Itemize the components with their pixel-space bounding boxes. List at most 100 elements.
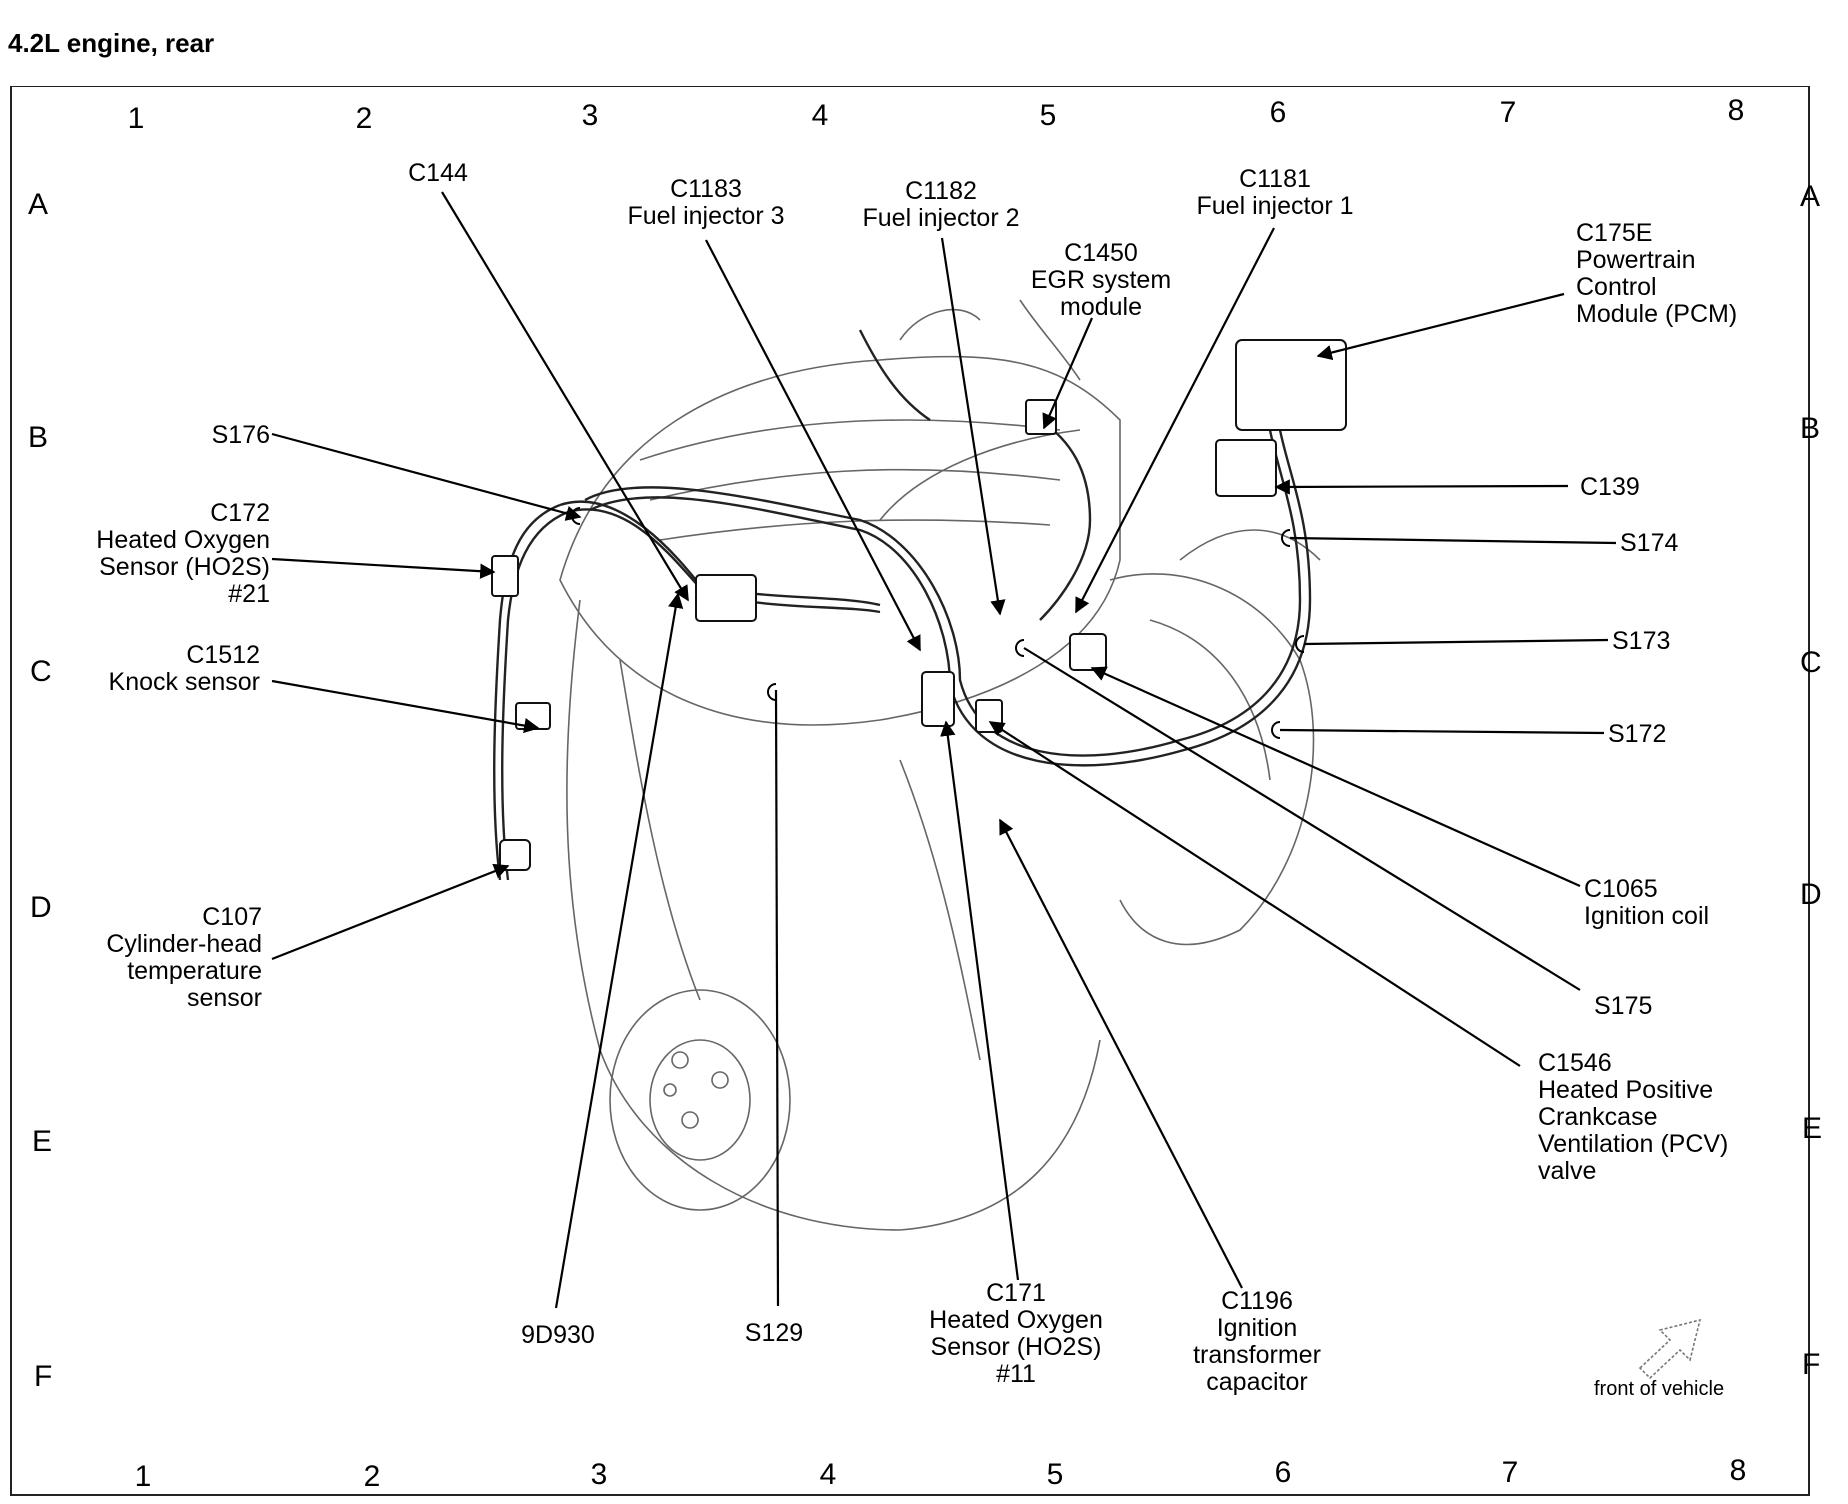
leader-c144 — [441, 191, 689, 602]
label-c171-line2: Heated Oxygen — [929, 1306, 1103, 1334]
grid-row-left-F: F — [34, 1360, 53, 1393]
label-s129: S129 — [744, 1319, 804, 1347]
label-c1181: C1181 Fuel injector 1 — [1180, 166, 1370, 220]
grid-col-top-8: 8 — [1727, 94, 1745, 127]
wiring-harness — [493, 329, 1312, 881]
label-c171-line4: #11 — [996, 1360, 1036, 1388]
label-c172-line4: #21 — [228, 580, 270, 608]
grid-row-left-B: B — [28, 421, 49, 454]
label-s173: S173 — [1612, 627, 1671, 655]
connector-pcm — [1235, 339, 1347, 431]
grid-col-bottom-3: 3 — [590, 1458, 608, 1491]
leader-s175 — [1023, 647, 1581, 991]
leader-s176 — [271, 432, 582, 521]
label-c107-line2: Cylinder-head — [106, 930, 262, 958]
leader-c1546 — [988, 721, 1521, 1067]
grid-row-left-C: C — [30, 655, 52, 688]
connector-c1183 — [695, 574, 757, 622]
connector-c1450 — [1025, 399, 1057, 435]
label-c171-line3: Sensor (HO2S) — [930, 1333, 1102, 1361]
diagram-frame — [10, 86, 1810, 1496]
label-c1065-id: C1065 — [1584, 875, 1658, 903]
leader-c1065 — [1090, 666, 1581, 888]
label-front-of-vehicle: front of vehicle — [1594, 1378, 1725, 1400]
leader-c172 — [271, 557, 496, 579]
label-c1450: C1450 EGR system module — [1016, 240, 1186, 321]
label-c175e-line4: Module (PCM) — [1576, 300, 1738, 328]
grid-col-bottom-7: 7 — [1501, 1456, 1519, 1489]
label-s175: S175 — [1594, 992, 1653, 1020]
grid-col-bottom-1: 1 — [134, 1460, 152, 1493]
leader-c1450 — [1042, 317, 1094, 430]
label-c1065: C1065 Ignition coil — [1584, 876, 1709, 930]
label-c1512: C1512 Knock sensor — [60, 642, 260, 696]
grid-col-top-2: 2 — [355, 102, 373, 135]
label-c172-line2: Heated Oxygen — [96, 526, 270, 554]
label-c1546-line4: Ventilation (PCV) — [1538, 1130, 1729, 1158]
grid-col-bottom-8: 8 — [1729, 1454, 1747, 1487]
label-c172: C172 Heated Oxygen Sensor (HO2S) #21 — [60, 500, 270, 608]
front-of-vehicle-arrow-icon — [1638, 1318, 1702, 1380]
splice-symbols — [571, 507, 1305, 739]
connector-c107 — [499, 839, 531, 871]
grid-col-top-4: 4 — [811, 99, 829, 132]
label-c175e-line3: Control — [1576, 273, 1657, 301]
connector-c139 — [1215, 439, 1277, 497]
label-s174: S174 — [1620, 529, 1679, 557]
grid-col-bottom-6: 6 — [1274, 1456, 1292, 1489]
label-9d930: 9D930 — [521, 1321, 595, 1349]
leader-lines — [271, 191, 1617, 1309]
leader-c1512 — [271, 679, 540, 734]
leader-c107 — [271, 863, 510, 961]
splice-s129 — [767, 683, 777, 701]
grid-col-top-5: 5 — [1039, 99, 1057, 132]
grid-row-right-C: C — [1800, 646, 1822, 679]
label-c1450-line2: EGR system — [1030, 266, 1172, 294]
leader-s173 — [1303, 638, 1609, 646]
grid-col-top-1: 1 — [127, 102, 145, 135]
label-c107-line4: sensor — [186, 984, 262, 1012]
connector-c172 — [491, 555, 519, 597]
label-c171-id: C171 — [986, 1279, 1046, 1307]
grid-col-bottom-4: 4 — [819, 1458, 837, 1491]
label-c172-id: C172 — [210, 499, 270, 527]
label-c1546-line2: Heated Positive — [1538, 1076, 1714, 1104]
label-c1183-id: C1183 — [670, 175, 742, 203]
label-c1546-id: C1546 — [1538, 1049, 1612, 1077]
leader-c1181 — [1075, 227, 1275, 614]
label-c1183-name: Fuel injector 3 — [627, 202, 785, 230]
grid-row-right-E: E — [1802, 1112, 1823, 1145]
grid-row-right-F: F — [1802, 1348, 1821, 1381]
label-s172: S172 — [1608, 720, 1667, 748]
label-c1450-id: C1450 — [1064, 239, 1138, 267]
leader-c1183 — [705, 239, 921, 652]
label-c1196-line4: capacitor — [1206, 1368, 1308, 1396]
label-c1196-line3: transformer — [1193, 1341, 1321, 1369]
label-c139: C139 — [1580, 473, 1640, 501]
connector-c171 — [921, 671, 955, 727]
label-c1182-name: Fuel injector 2 — [862, 204, 1020, 232]
splice-s172 — [1271, 721, 1281, 739]
leader-c1196 — [999, 818, 1243, 1289]
label-c1450-line3: module — [1060, 293, 1142, 321]
label-c1182-id: C1182 — [905, 177, 977, 205]
label-c107: C107 Cylinder-head temperature sensor — [60, 904, 262, 1012]
label-c175e: C175E Powertrain Control Module (PCM) — [1576, 220, 1737, 328]
grid-row-right-D: D — [1800, 878, 1822, 911]
label-c1181-id: C1181 — [1239, 165, 1311, 193]
label-c175e-id: C175E — [1576, 219, 1653, 247]
grid-col-top-6: 6 — [1269, 96, 1287, 129]
grid-col-bottom-5: 5 — [1046, 1458, 1064, 1491]
leader-c171 — [940, 720, 1020, 1281]
page-title: 4.2L engine, rear — [8, 28, 215, 58]
label-c107-line3: temperature — [127, 957, 262, 985]
label-c1196-id: C1196 — [1221, 1287, 1293, 1315]
splice-s176 — [571, 507, 581, 525]
label-c1182: C1182 Fuel injector 2 — [846, 178, 1036, 232]
label-s176: S176 — [211, 421, 270, 449]
label-c107-id: C107 — [202, 903, 262, 931]
engine-sketch — [559, 299, 1321, 1231]
label-c1546: C1546 Heated Positive Crankcase Ventilat… — [1538, 1050, 1728, 1185]
splice-s173 — [1295, 635, 1305, 653]
